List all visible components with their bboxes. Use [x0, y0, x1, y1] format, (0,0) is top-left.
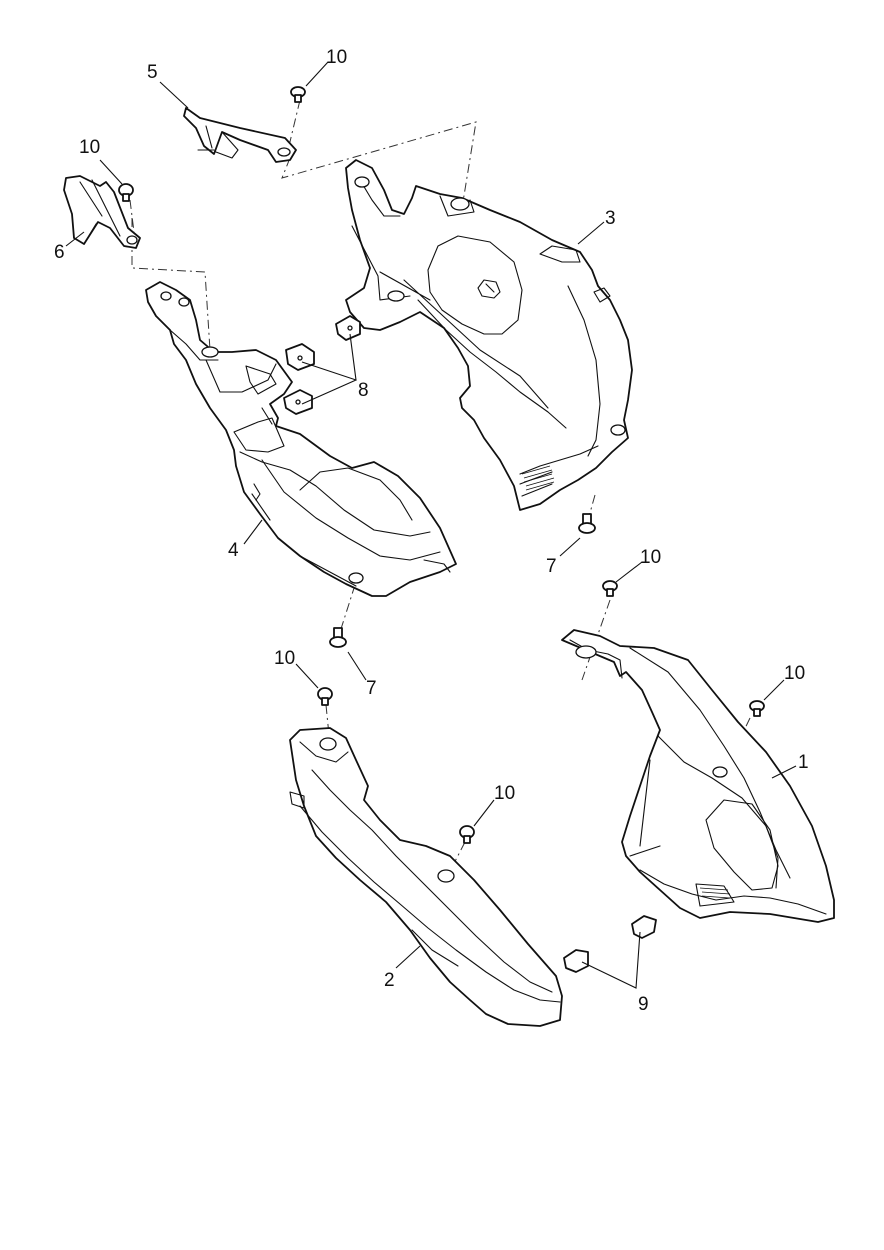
callout-10-b: 10: [79, 137, 100, 158]
part-8-clips[interactable]: [283, 315, 361, 415]
callout-2: 2: [384, 970, 395, 991]
callout-10-c: 10: [640, 547, 661, 568]
screw-7-upper: [578, 513, 596, 534]
callout-1: 1: [798, 752, 809, 773]
part-4-inner-panel[interactable]: [145, 281, 457, 597]
callout-10-e: 10: [274, 648, 295, 669]
bolt-10-a: [290, 86, 306, 103]
callout-10-d: 10: [784, 663, 805, 684]
callout-5: 5: [147, 62, 158, 83]
callout-labels: 1 2 3 4 5 6 7 7 8 9 10 10 10 10 10 10: [54, 47, 809, 1015]
callout-7-lower: 7: [366, 678, 377, 699]
callout-9: 9: [638, 994, 649, 1015]
callout-10-f: 10: [494, 783, 515, 804]
part-3-inner-panel[interactable]: [345, 159, 633, 511]
part-10-bolts[interactable]: [118, 86, 765, 844]
part-7-screws[interactable]: [329, 513, 596, 648]
part-9-clips[interactable]: [563, 915, 657, 973]
bolt-10-c: [602, 580, 618, 597]
callout-3: 3: [605, 208, 616, 229]
bolt-10-d: [749, 700, 765, 717]
part-5-bracket[interactable]: [183, 107, 297, 163]
bolt-10-e: [317, 687, 333, 706]
callout-6: 6: [54, 242, 65, 263]
part-6-bracket[interactable]: [63, 175, 141, 249]
part-1-side-cover[interactable]: [561, 629, 835, 923]
bolt-10-f: [459, 825, 475, 844]
screw-7-lower: [329, 627, 347, 648]
bolt-10-b: [118, 183, 134, 202]
callout-7-upper: 7: [546, 556, 557, 577]
callout-4: 4: [228, 540, 239, 561]
callout-10-a: 10: [326, 47, 347, 68]
part-2-side-cover[interactable]: [289, 727, 563, 1027]
leader-lines: [65, 61, 797, 989]
callout-8: 8: [358, 380, 369, 401]
